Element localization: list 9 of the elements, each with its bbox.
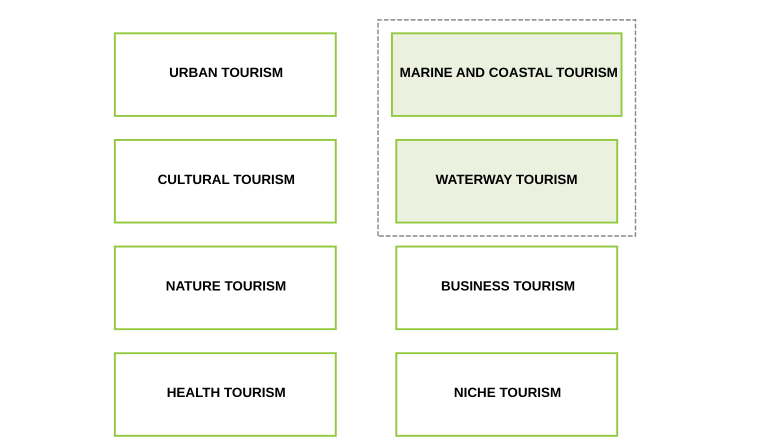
node-box: NATURE TOURISM [113,246,336,330]
node-box: BUSINESS TOURISM [394,246,618,330]
node-box: HEALTH TOURISM [113,352,336,437]
node-box: WATERWAY TOURISM [394,138,618,224]
node-box: MARINE AND COASTAL TOURISM [390,32,622,117]
node-box: URBAN TOURISM [113,32,336,117]
node-box: NICHE TOURISM [394,352,618,437]
cluster [376,19,636,237]
node-box: CULTURAL TOURISM [113,138,336,224]
